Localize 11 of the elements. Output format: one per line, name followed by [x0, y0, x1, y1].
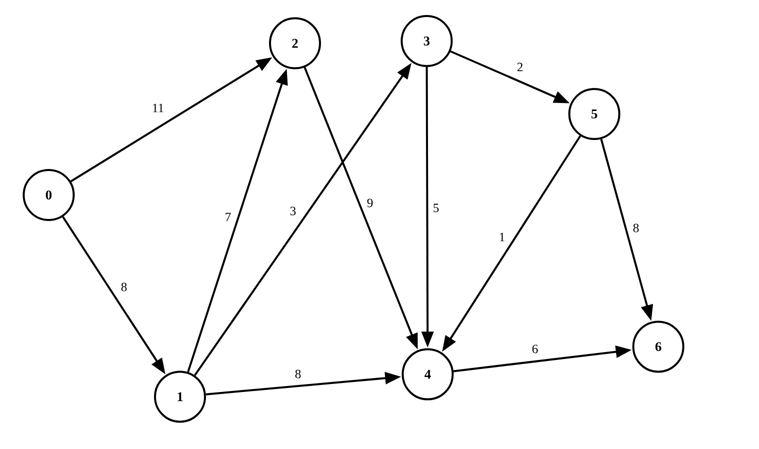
- edge-label: 7: [224, 212, 232, 222]
- edge-label: 6: [530, 343, 540, 355]
- edge-label: 2: [516, 61, 524, 73]
- edge-label: 8: [294, 368, 302, 380]
- edge-label: 3: [288, 205, 298, 217]
- edge-label: 11: [150, 102, 166, 114]
- edge-label: 8: [632, 222, 640, 234]
- edge-label: 9: [366, 197, 374, 209]
- edge-label: 5: [432, 202, 440, 214]
- edge-label: 8: [120, 281, 128, 293]
- edge-label: 1: [498, 231, 506, 242]
